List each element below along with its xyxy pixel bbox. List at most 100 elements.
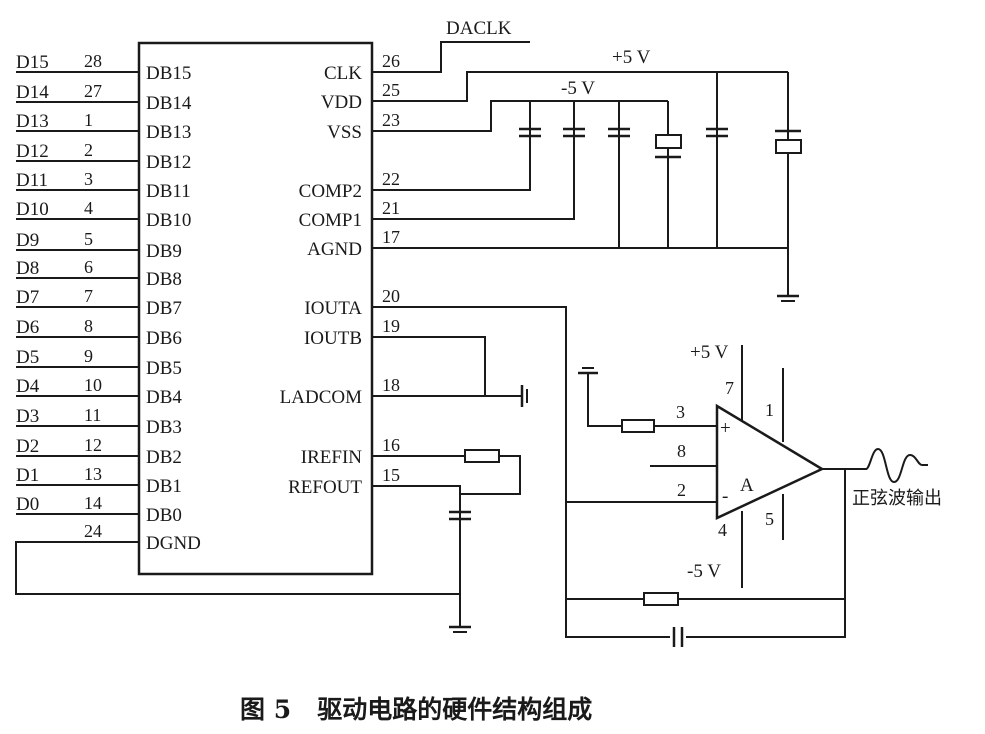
pin-name: AGND: [307, 239, 362, 260]
pin-number: 27: [84, 81, 102, 101]
opamp-name: A: [740, 475, 754, 496]
pin-name: VDD: [321, 92, 362, 113]
net-label: D0: [16, 494, 39, 515]
pin-name: DB3: [146, 417, 182, 438]
pin-name: DB12: [146, 152, 191, 173]
pin-number: 1: [84, 110, 93, 130]
pin-number: 16: [382, 435, 400, 455]
pin-number: 28: [84, 51, 102, 71]
dac-chip-body: [137, 41, 374, 576]
daclk-label: DACLK: [446, 18, 512, 39]
opamp-pin-1: 1: [765, 400, 774, 420]
comp2-capacitor: [519, 127, 541, 138]
net-label: D8: [16, 258, 39, 279]
pin-name: DB4: [146, 387, 182, 408]
net-label: D13: [16, 111, 49, 132]
refout-capacitor: [449, 510, 471, 521]
net-label: D10: [16, 199, 49, 220]
pin-number: 15: [382, 465, 400, 485]
pin-number: 20: [382, 286, 400, 306]
net-label: D2: [16, 436, 39, 457]
pin-name: DB7: [146, 298, 182, 319]
dgnd-wire: [15, 541, 460, 595]
vss-electrolytic-capacitor: [655, 134, 682, 159]
pin-number: 21: [382, 198, 400, 218]
net-label: D9: [16, 230, 39, 251]
pin-number: 9: [84, 346, 93, 366]
net-label: D14: [16, 82, 49, 103]
pin-name: REFOUT: [288, 477, 362, 498]
net-label: D1: [16, 465, 39, 486]
pin-name: COMP1: [299, 210, 362, 231]
pin-number: 11: [84, 405, 101, 425]
vss-net-wire: [372, 100, 668, 132]
pin-name: DB1: [146, 476, 182, 497]
pin-name: COMP2: [299, 181, 362, 202]
pin-name: DB13: [146, 122, 191, 143]
opamp-pin-noninv: 3: [676, 402, 685, 422]
pin-number: 3: [84, 169, 93, 189]
pin-number: 7: [84, 286, 93, 306]
pin-name: VSS: [327, 122, 362, 143]
right-pin-group: 26CLK25VDD23VSS22COMP221COMP117AGND20IOU…: [280, 51, 400, 498]
net-label: D7: [16, 287, 39, 308]
pin-name: CLK: [324, 63, 362, 84]
noninv-input-wire: [587, 373, 717, 427]
pin-name: DB11: [146, 181, 191, 202]
pin-number: 6: [84, 257, 93, 277]
iouta-net-wire: [372, 306, 717, 503]
figure-caption: 图 5 驱动电路的硬件结构组成: [240, 695, 592, 724]
opamp-pin-5: 5: [765, 509, 774, 529]
pin-number: 26: [382, 51, 400, 71]
pin-number: 10: [84, 375, 102, 395]
pin-name: DB6: [146, 328, 182, 349]
pin-number: 18: [382, 375, 400, 395]
refout-ground-icon: [449, 625, 471, 633]
refout-net-wire: [372, 485, 461, 627]
irefin-resistor: [464, 449, 500, 463]
vss-capacitor: [608, 127, 630, 138]
noninv-resistor: [621, 419, 655, 433]
comp2-net-wire: [372, 101, 531, 191]
pin-name: DB9: [146, 241, 182, 262]
pin-number: 14: [84, 493, 102, 513]
pin-name: DB8: [146, 269, 182, 290]
clk-net-wire: [372, 41, 530, 73]
net-label: D4: [16, 376, 40, 397]
opamp-plus-sign: +: [720, 418, 731, 439]
pin-name: DB0: [146, 505, 182, 526]
opamp-triangle: [715, 403, 825, 520]
pin-number: 12: [84, 435, 102, 455]
pin-number: 25: [382, 80, 400, 100]
pin-number: 23: [382, 110, 400, 130]
pin-number: 22: [382, 169, 400, 189]
amp-vminus-label: -5 V: [687, 561, 721, 582]
vdd-net-wire: [372, 71, 788, 102]
comp1-capacitor: [563, 127, 585, 138]
ladcom-ground-icon: [520, 385, 528, 407]
pin-name: DB5: [146, 358, 182, 379]
noninv-ground-icon: [578, 367, 598, 375]
pin-name: IOUTA: [304, 298, 362, 319]
opamp-pin-8: 8: [677, 441, 686, 461]
opamp-pin-vplus: 7: [725, 378, 734, 398]
